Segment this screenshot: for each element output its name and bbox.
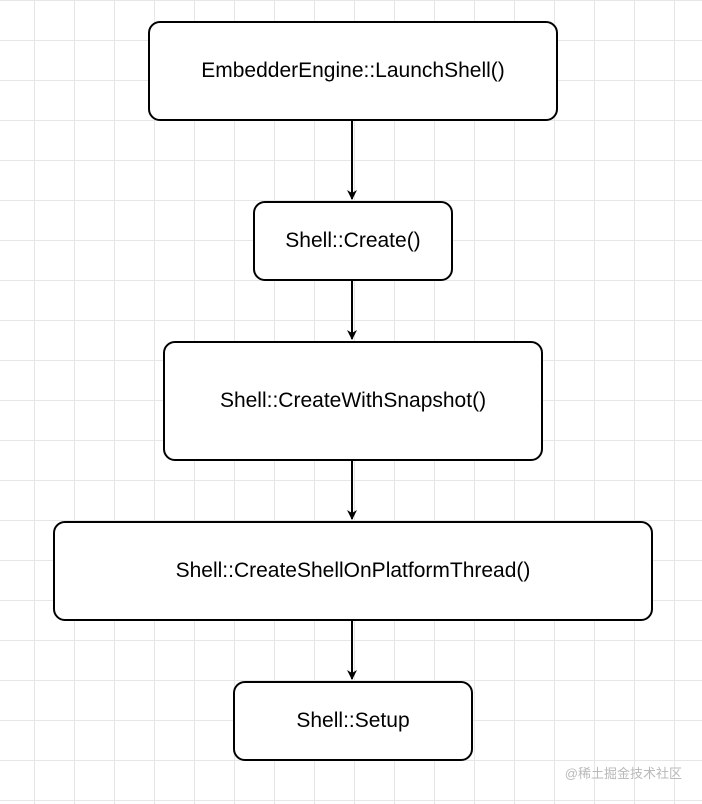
node-launch-shell: EmbedderEngine::LaunchShell() [148, 21, 558, 121]
node-shell-create: Shell::Create() [253, 201, 453, 281]
node-label: Shell::Create() [285, 229, 421, 252]
node-create-shell-on-platform-thread: Shell::CreateShellOnPlatformThread() [53, 521, 653, 621]
node-label: Shell::CreateShellOnPlatformThread() [175, 559, 531, 582]
node-shell-setup: Shell::Setup [233, 681, 473, 761]
node-label: Shell::Setup [296, 709, 410, 732]
node-label: Shell::CreateWithSnapshot() [219, 389, 487, 412]
node-label: EmbedderEngine::LaunchShell() [201, 59, 505, 82]
node-create-with-snapshot: Shell::CreateWithSnapshot() [163, 341, 543, 461]
watermark: @稀土掘金技术社区 [564, 766, 682, 781]
